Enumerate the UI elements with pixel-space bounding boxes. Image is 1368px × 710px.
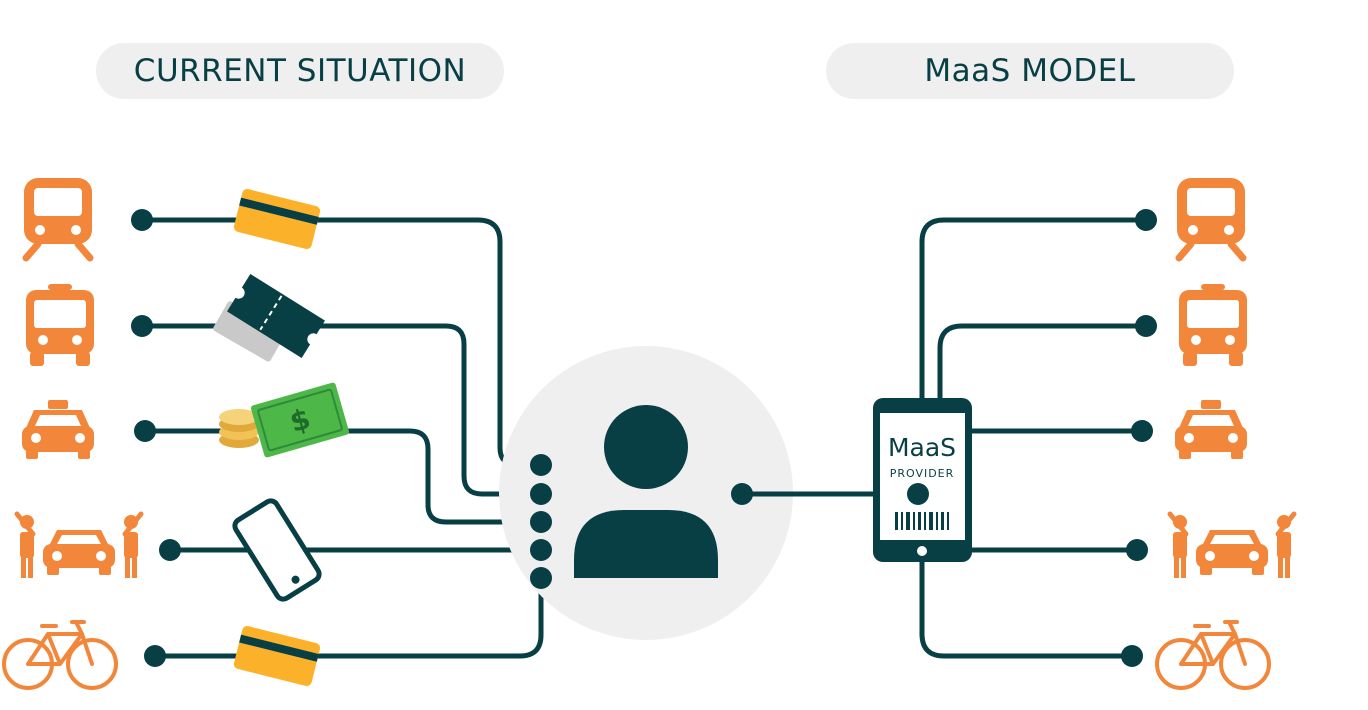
current-situation-label: CURRENT SITUATION (96, 43, 504, 99)
traveler-person-icon (574, 405, 718, 578)
converging-dots (530, 454, 552, 589)
card-icon (232, 187, 322, 251)
provider-subtitle: PROVIDER (890, 467, 955, 480)
cash-icon: $ (219, 382, 350, 458)
left-start-dots (131, 209, 181, 667)
barcode-icon (895, 512, 949, 530)
left-connector-lines (139, 217, 544, 659)
card-icon (232, 624, 322, 688)
right-connector-lines (919, 217, 1149, 659)
maas-provider-phone (873, 398, 972, 562)
bus-icon (1179, 284, 1247, 366)
taxi-icon (22, 400, 94, 459)
maas-model-label: MaaS MODEL (826, 43, 1234, 99)
carpool-icon (17, 514, 141, 578)
right-end-dots (1121, 209, 1157, 667)
train-icon (24, 178, 92, 258)
train-icon (1177, 178, 1245, 258)
carpool-icon (1170, 514, 1294, 578)
smartphone-icon (232, 498, 322, 602)
bicycle-icon (2, 620, 118, 690)
tickets-icon (213, 274, 325, 362)
taxi-icon (1175, 400, 1247, 459)
traveler-background-circle (499, 346, 793, 640)
bicycle-icon (1155, 620, 1271, 690)
bus-icon (26, 284, 94, 366)
provider-title: MaaS (888, 433, 956, 462)
